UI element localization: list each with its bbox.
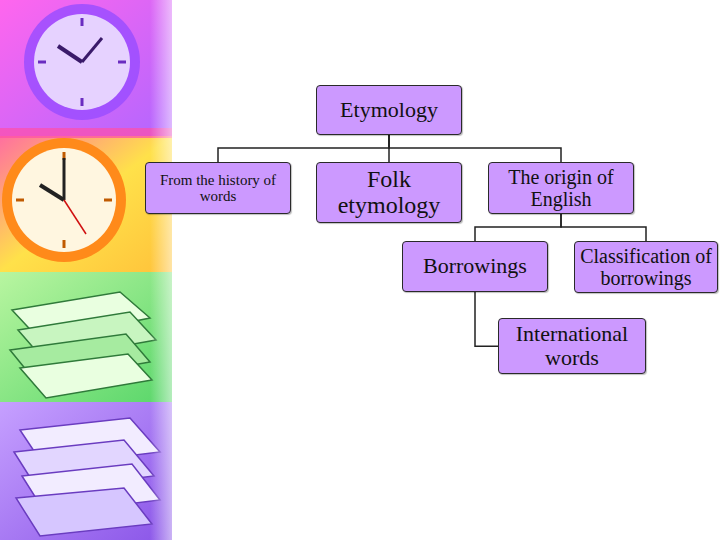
topic-box: Etymology xyxy=(316,85,462,135)
photo-strip xyxy=(0,0,190,540)
tree-connector xyxy=(389,135,561,162)
tree-connector xyxy=(475,214,561,241)
topic-box: Folk etymology xyxy=(316,162,462,223)
box-label: Classification of borrowings xyxy=(580,245,712,289)
box-label: Folk etymology xyxy=(322,166,456,219)
tree-connector xyxy=(561,214,646,241)
tree-connector xyxy=(475,292,498,346)
topic-box: Classification of borrowings xyxy=(574,241,718,293)
topic-box: From the history of words xyxy=(145,162,291,214)
topic-box: Borrowings xyxy=(402,241,548,292)
box-label: From the history of words xyxy=(151,172,285,205)
box-label: Etymology xyxy=(340,98,438,122)
topic-box: The origin of English xyxy=(488,162,634,214)
topic-box: International words xyxy=(498,318,646,374)
box-label: Borrowings xyxy=(423,254,527,278)
box-label: The origin of English xyxy=(494,166,628,210)
tree-connector xyxy=(218,135,389,162)
box-label: International words xyxy=(504,322,640,370)
